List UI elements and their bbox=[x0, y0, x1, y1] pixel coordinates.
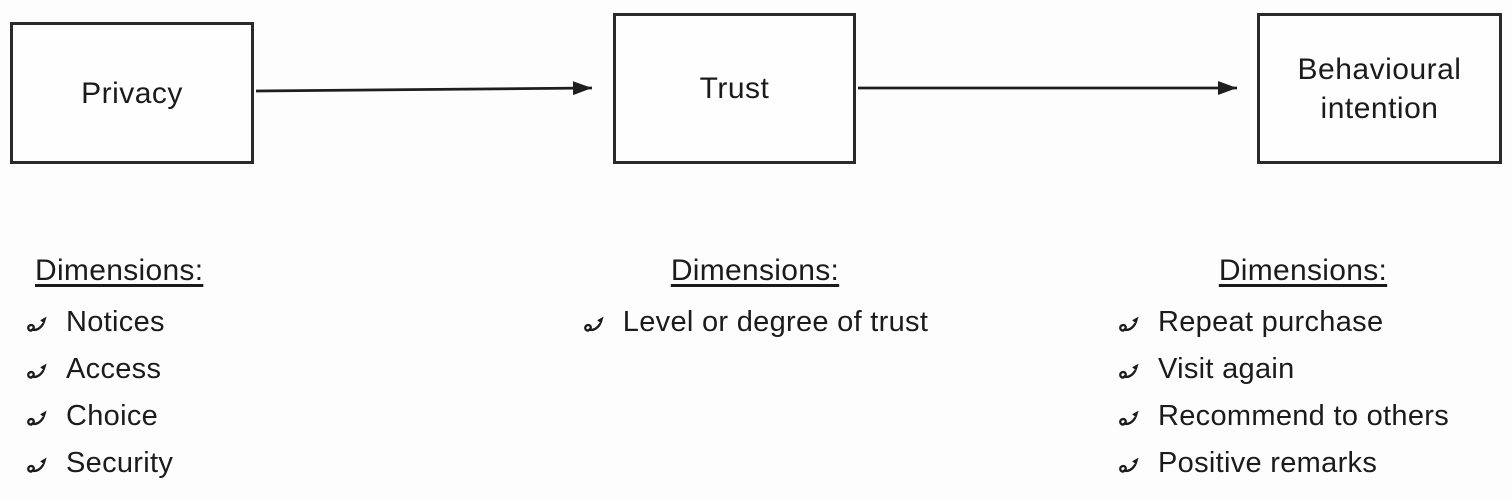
curved-arrow-bullet-icon bbox=[25, 358, 51, 382]
dimensions-heading: Dimensions: bbox=[35, 254, 204, 287]
dimension-item: Notices bbox=[25, 299, 365, 346]
dimension-item-label: Level or degree of trust bbox=[622, 306, 929, 338]
dimensions-heading: Dimensions: bbox=[670, 254, 840, 287]
dimensions-list-privacy: Dimensions: Notices Access Choice bbox=[25, 253, 365, 487]
dimension-item: Positive remarks bbox=[1117, 440, 1511, 487]
dimension-item: Visit again bbox=[1117, 346, 1511, 393]
node-trust: Trust bbox=[613, 13, 856, 164]
dimension-item-label: Choice bbox=[66, 400, 159, 432]
curved-arrow-bullet-icon bbox=[1117, 405, 1143, 429]
dimension-item: Choice bbox=[25, 393, 365, 440]
dimension-item-label: Repeat purchase bbox=[1158, 306, 1384, 338]
dimension-item: Recommend to others bbox=[1117, 393, 1511, 440]
dimension-item: Security bbox=[25, 440, 365, 487]
dimension-item: Repeat purchase bbox=[1117, 299, 1511, 346]
curved-arrow-bullet-icon bbox=[1117, 311, 1143, 335]
curved-arrow-bullet-icon bbox=[1117, 358, 1143, 382]
dimensions-heading: Dimensions: bbox=[1218, 254, 1388, 287]
dimension-item-label: Recommend to others bbox=[1158, 400, 1449, 432]
node-trust-label: Trust bbox=[699, 72, 770, 105]
dimension-item-label: Access bbox=[66, 353, 162, 385]
dimensions-list-behavioural: Dimensions: Repeat purchase Visit again … bbox=[1095, 253, 1511, 487]
curved-arrow-bullet-icon bbox=[25, 311, 51, 335]
dimension-item: Level or degree of trust bbox=[535, 299, 975, 346]
dimension-item-label: Visit again bbox=[1158, 353, 1295, 385]
curved-arrow-bullet-icon bbox=[25, 405, 51, 429]
node-privacy: Privacy bbox=[10, 22, 254, 164]
dimension-item-label: Positive remarks bbox=[1158, 447, 1378, 479]
curved-arrow-bullet-icon bbox=[25, 452, 51, 476]
arrow-privacy-to-trust bbox=[255, 81, 593, 96]
dimension-item: Access bbox=[25, 346, 365, 393]
dimension-item-label: Security bbox=[66, 447, 174, 479]
curved-arrow-bullet-icon bbox=[1117, 452, 1143, 476]
curved-arrow-bullet-icon bbox=[582, 311, 608, 335]
node-behavioural-intention-label: Behavioural intention bbox=[1297, 52, 1462, 125]
node-behavioural-intention: Behavioural intention bbox=[1257, 13, 1502, 164]
dimensions-list-trust: Dimensions: Level or degree of trust bbox=[535, 253, 975, 346]
node-privacy-label: Privacy bbox=[81, 76, 183, 110]
dimension-item-label: Notices bbox=[66, 306, 165, 338]
